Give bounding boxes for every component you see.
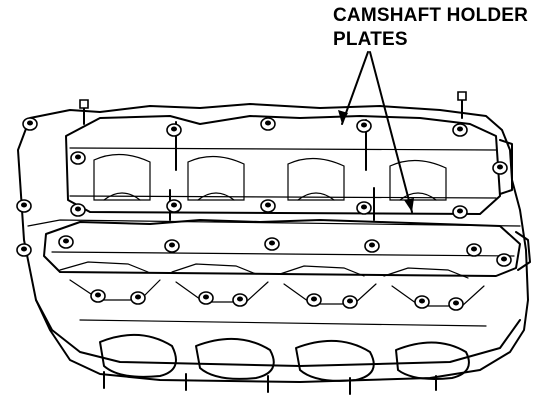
bolt-head-center (169, 242, 175, 248)
intake-ports (99, 333, 470, 382)
bolt-head-center (311, 296, 317, 302)
bolt-head-center (75, 206, 81, 212)
leader-line-left (341, 51, 369, 125)
bolt-head-center (419, 298, 425, 304)
bolt-head-center (457, 208, 463, 214)
leader-lines (338, 51, 414, 213)
callout-label: CAMSHAFT HOLDER PLATES (333, 4, 528, 52)
bottom-studs (103, 371, 437, 395)
bolt-head-center (265, 202, 271, 208)
bolt-head-center (95, 292, 101, 298)
bolt-head-center (203, 294, 209, 300)
bolt-head-center (75, 154, 81, 160)
bolt-head-center (63, 238, 69, 244)
rocker-area (69, 279, 487, 327)
bolt-head-center (361, 122, 367, 128)
bolt-head-center (237, 296, 243, 302)
bolt-head-center (269, 240, 275, 246)
top-studs (79, 91, 467, 221)
end-plate (499, 139, 531, 271)
bolt-head-center (171, 202, 177, 208)
head-body (17, 103, 529, 383)
bolt-head-center (265, 120, 271, 126)
bolt-head-center (471, 246, 477, 252)
bolt-head-center (361, 204, 367, 210)
bolt-head-center (171, 126, 177, 132)
bolt-head-center (453, 300, 459, 306)
bolt-heads (16, 117, 512, 311)
bolt-head-center (21, 202, 27, 208)
callout-line-1: CAMSHAFT HOLDER (333, 5, 529, 26)
bolt-head-center (135, 294, 141, 300)
callout-line-2: PLATES (333, 29, 408, 50)
upper-camshaft-holder (65, 115, 501, 215)
lower-camshaft-holder (43, 219, 521, 279)
bolt-head-center (21, 246, 27, 252)
bolt-head-center (369, 242, 375, 248)
bolt-head-center (27, 120, 33, 126)
leader-line-right (369, 51, 413, 213)
bolt-head-center (501, 256, 507, 262)
bolt-head-center (347, 298, 353, 304)
leader-arrowhead-right (404, 198, 414, 212)
bolt-head-center (497, 164, 503, 170)
bolt-head-center (457, 126, 463, 132)
